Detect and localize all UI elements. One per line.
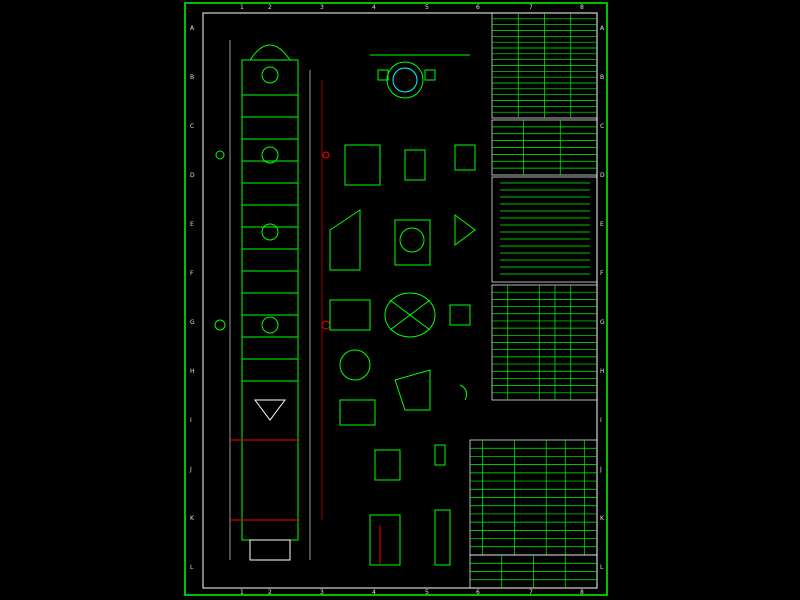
- row-label: D: [600, 172, 605, 179]
- column-label: 7: [529, 4, 533, 11]
- row-label: F: [190, 270, 194, 277]
- row-label: A: [600, 25, 605, 32]
- column-label: 8: [580, 589, 584, 596]
- row-label: K: [600, 515, 605, 522]
- row-label: J: [599, 466, 602, 473]
- detail-views: [329, 144, 476, 566]
- column-elevation: [214, 40, 331, 561]
- column-label: 4: [372, 589, 376, 596]
- column-label: 6: [476, 589, 480, 596]
- column-label: 4: [372, 4, 376, 11]
- row-label: J: [189, 466, 192, 473]
- row-label: C: [190, 123, 194, 130]
- column-label: 8: [580, 4, 584, 11]
- top-section-view: [370, 54, 470, 99]
- row-label: B: [600, 74, 604, 81]
- row-label: I: [190, 417, 192, 424]
- technical-notes: [491, 176, 598, 283]
- column-label: 1: [240, 589, 244, 596]
- column-label: 6: [476, 4, 480, 11]
- row-label: E: [190, 221, 194, 228]
- row-label: A: [190, 25, 195, 32]
- row-label: G: [190, 319, 195, 326]
- row-label: C: [600, 123, 604, 130]
- row-label: H: [600, 368, 605, 375]
- row-label: I: [600, 417, 602, 424]
- column-label: 2: [268, 589, 272, 596]
- row-label: G: [600, 319, 605, 326]
- column-label: 5: [425, 4, 429, 11]
- column-label: 1: [240, 4, 244, 11]
- row-labels: A A B B C C D D E E F F G G H H I I J J K K L L: [189, 25, 605, 571]
- row-label: K: [190, 515, 195, 522]
- row-label: D: [190, 172, 195, 179]
- row-label: E: [600, 221, 604, 228]
- row-label: H: [190, 368, 195, 375]
- column-labels: 1 1 2 2 3 3 4 4 5 5 6 6 7 7 8 8: [240, 4, 584, 596]
- column-label: 7: [529, 589, 533, 596]
- column-label: 5: [425, 589, 429, 596]
- parts-and-title-tables: [469, 12, 598, 589]
- column-label: 3: [320, 589, 324, 596]
- row-label: L: [190, 564, 194, 571]
- column-label: 3: [320, 4, 324, 11]
- row-label: B: [190, 74, 194, 81]
- drawing-frame: [184, 2, 608, 596]
- column-label: 2: [268, 4, 272, 11]
- row-label: F: [600, 270, 604, 277]
- row-label: L: [600, 564, 604, 571]
